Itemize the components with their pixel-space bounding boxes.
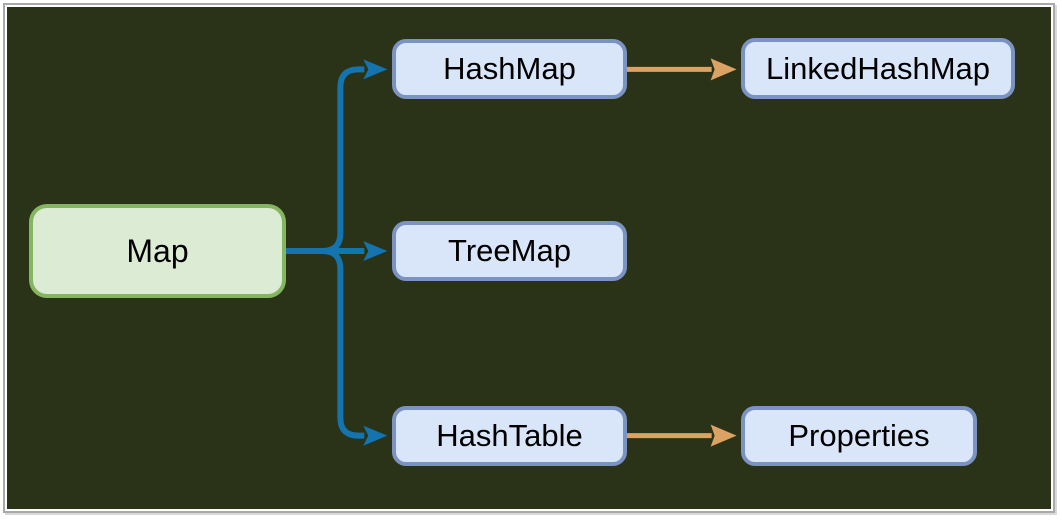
node-linkedhashmap-label: LinkedHashMap bbox=[765, 50, 991, 86]
node-properties: Properties bbox=[741, 406, 977, 466]
node-hashmap: HashMap bbox=[392, 39, 627, 99]
node-hashtable-label: HashTable bbox=[436, 418, 583, 453]
node-hashmap-label: HashMap bbox=[443, 51, 576, 86]
edges-layer bbox=[285, 58, 737, 447]
node-hashtable: HashTable bbox=[392, 406, 627, 466]
node-treemap: TreeMap bbox=[392, 221, 627, 281]
edge-map-to-hashtable bbox=[285, 248, 388, 446]
node-map: Map bbox=[29, 204, 286, 298]
node-linkedhashmap: LinkedHashMap bbox=[741, 38, 1015, 99]
node-map-label: Map bbox=[126, 232, 189, 269]
diagram-canvas: Map HashMap LinkedHashMap TreeMap HashTa… bbox=[7, 7, 1051, 509]
edge-map-to-hashmap bbox=[285, 59, 388, 255]
node-treemap-label: TreeMap bbox=[448, 233, 571, 268]
node-properties-label: Properties bbox=[788, 418, 930, 453]
diagram-frame: Map HashMap LinkedHashMap TreeMap HashTa… bbox=[3, 3, 1055, 513]
